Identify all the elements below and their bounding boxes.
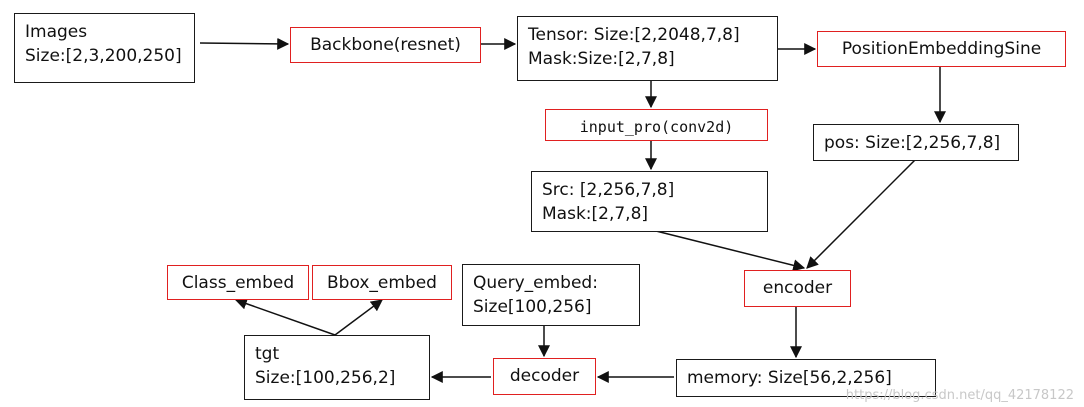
class-embed-label: Class_embed [181, 273, 295, 293]
images-size: Size:[2,3,200,250] [25, 46, 182, 66]
class-embed-node: Class_embed [167, 265, 309, 300]
position-embedding-label: PositionEmbeddingSine [841, 39, 1042, 59]
pos-label: pos: Size:[2,256,7,8] [824, 133, 1001, 153]
src-size: Src: [2,256,7,8] [542, 180, 675, 200]
arrow-images-to-backbone [199, 37, 290, 50]
tgt-title: tgt [255, 344, 280, 364]
pos-node: pos: Size:[2,256,7,8] [813, 124, 1019, 161]
arrow-src-to-encoder [651, 229, 806, 272]
images-title: Images [25, 22, 88, 42]
tensor-size: Tensor: Size:[2,2048,7,8] [528, 25, 740, 45]
backbone-node: Backbone(resnet) [290, 27, 481, 63]
input-proj-label: input_pro(conv2d) [579, 118, 734, 136]
query-embed-title: Query_embed: [473, 273, 598, 293]
images-node: Images Size:[2,3,200,250] [14, 13, 195, 83]
arrow-pos-to-encoder [806, 159, 916, 269]
arrow-tgt-to-bbox-embed [334, 299, 383, 336]
decoder-node: decoder [493, 358, 596, 395]
src-mask: Mask:[2,7,8] [542, 204, 649, 224]
bbox-embed-label: Bbox_embed [327, 273, 437, 293]
memory-node: memory: Size[56,2,256] [676, 359, 936, 397]
tensor-mask-size: Mask:Size:[2,7,8] [528, 49, 675, 69]
src-node: Src: [2,256,7,8] Mask:[2,7,8] [531, 171, 768, 232]
encoder-node: encoder [744, 270, 851, 307]
tgt-node: tgt Size:[100,256,2] [244, 335, 430, 400]
input-proj-node: input_pro(conv2d) [545, 109, 768, 141]
bbox-embed-node: Bbox_embed [312, 265, 452, 300]
tensor-node: Tensor: Size:[2,2048,7,8] Mask:Size:[2,7… [517, 16, 778, 81]
encoder-label: encoder [762, 278, 833, 298]
decoder-label: decoder [509, 366, 580, 386]
position-embedding-node: PositionEmbeddingSine [817, 31, 1066, 67]
watermark: https://blog.csdn.net/qq_42178122 [845, 388, 1074, 403]
memory-label: memory: Size[56,2,256] [687, 368, 892, 388]
backbone-label: Backbone(resnet) [310, 35, 461, 55]
arrow-tgt-to-class-embed [234, 297, 336, 336]
query-embed-node: Query_embed: Size[100,256] [462, 264, 640, 326]
query-embed-size: Size[100,256] [473, 297, 592, 317]
tgt-size: Size:[100,256,2] [255, 368, 396, 388]
